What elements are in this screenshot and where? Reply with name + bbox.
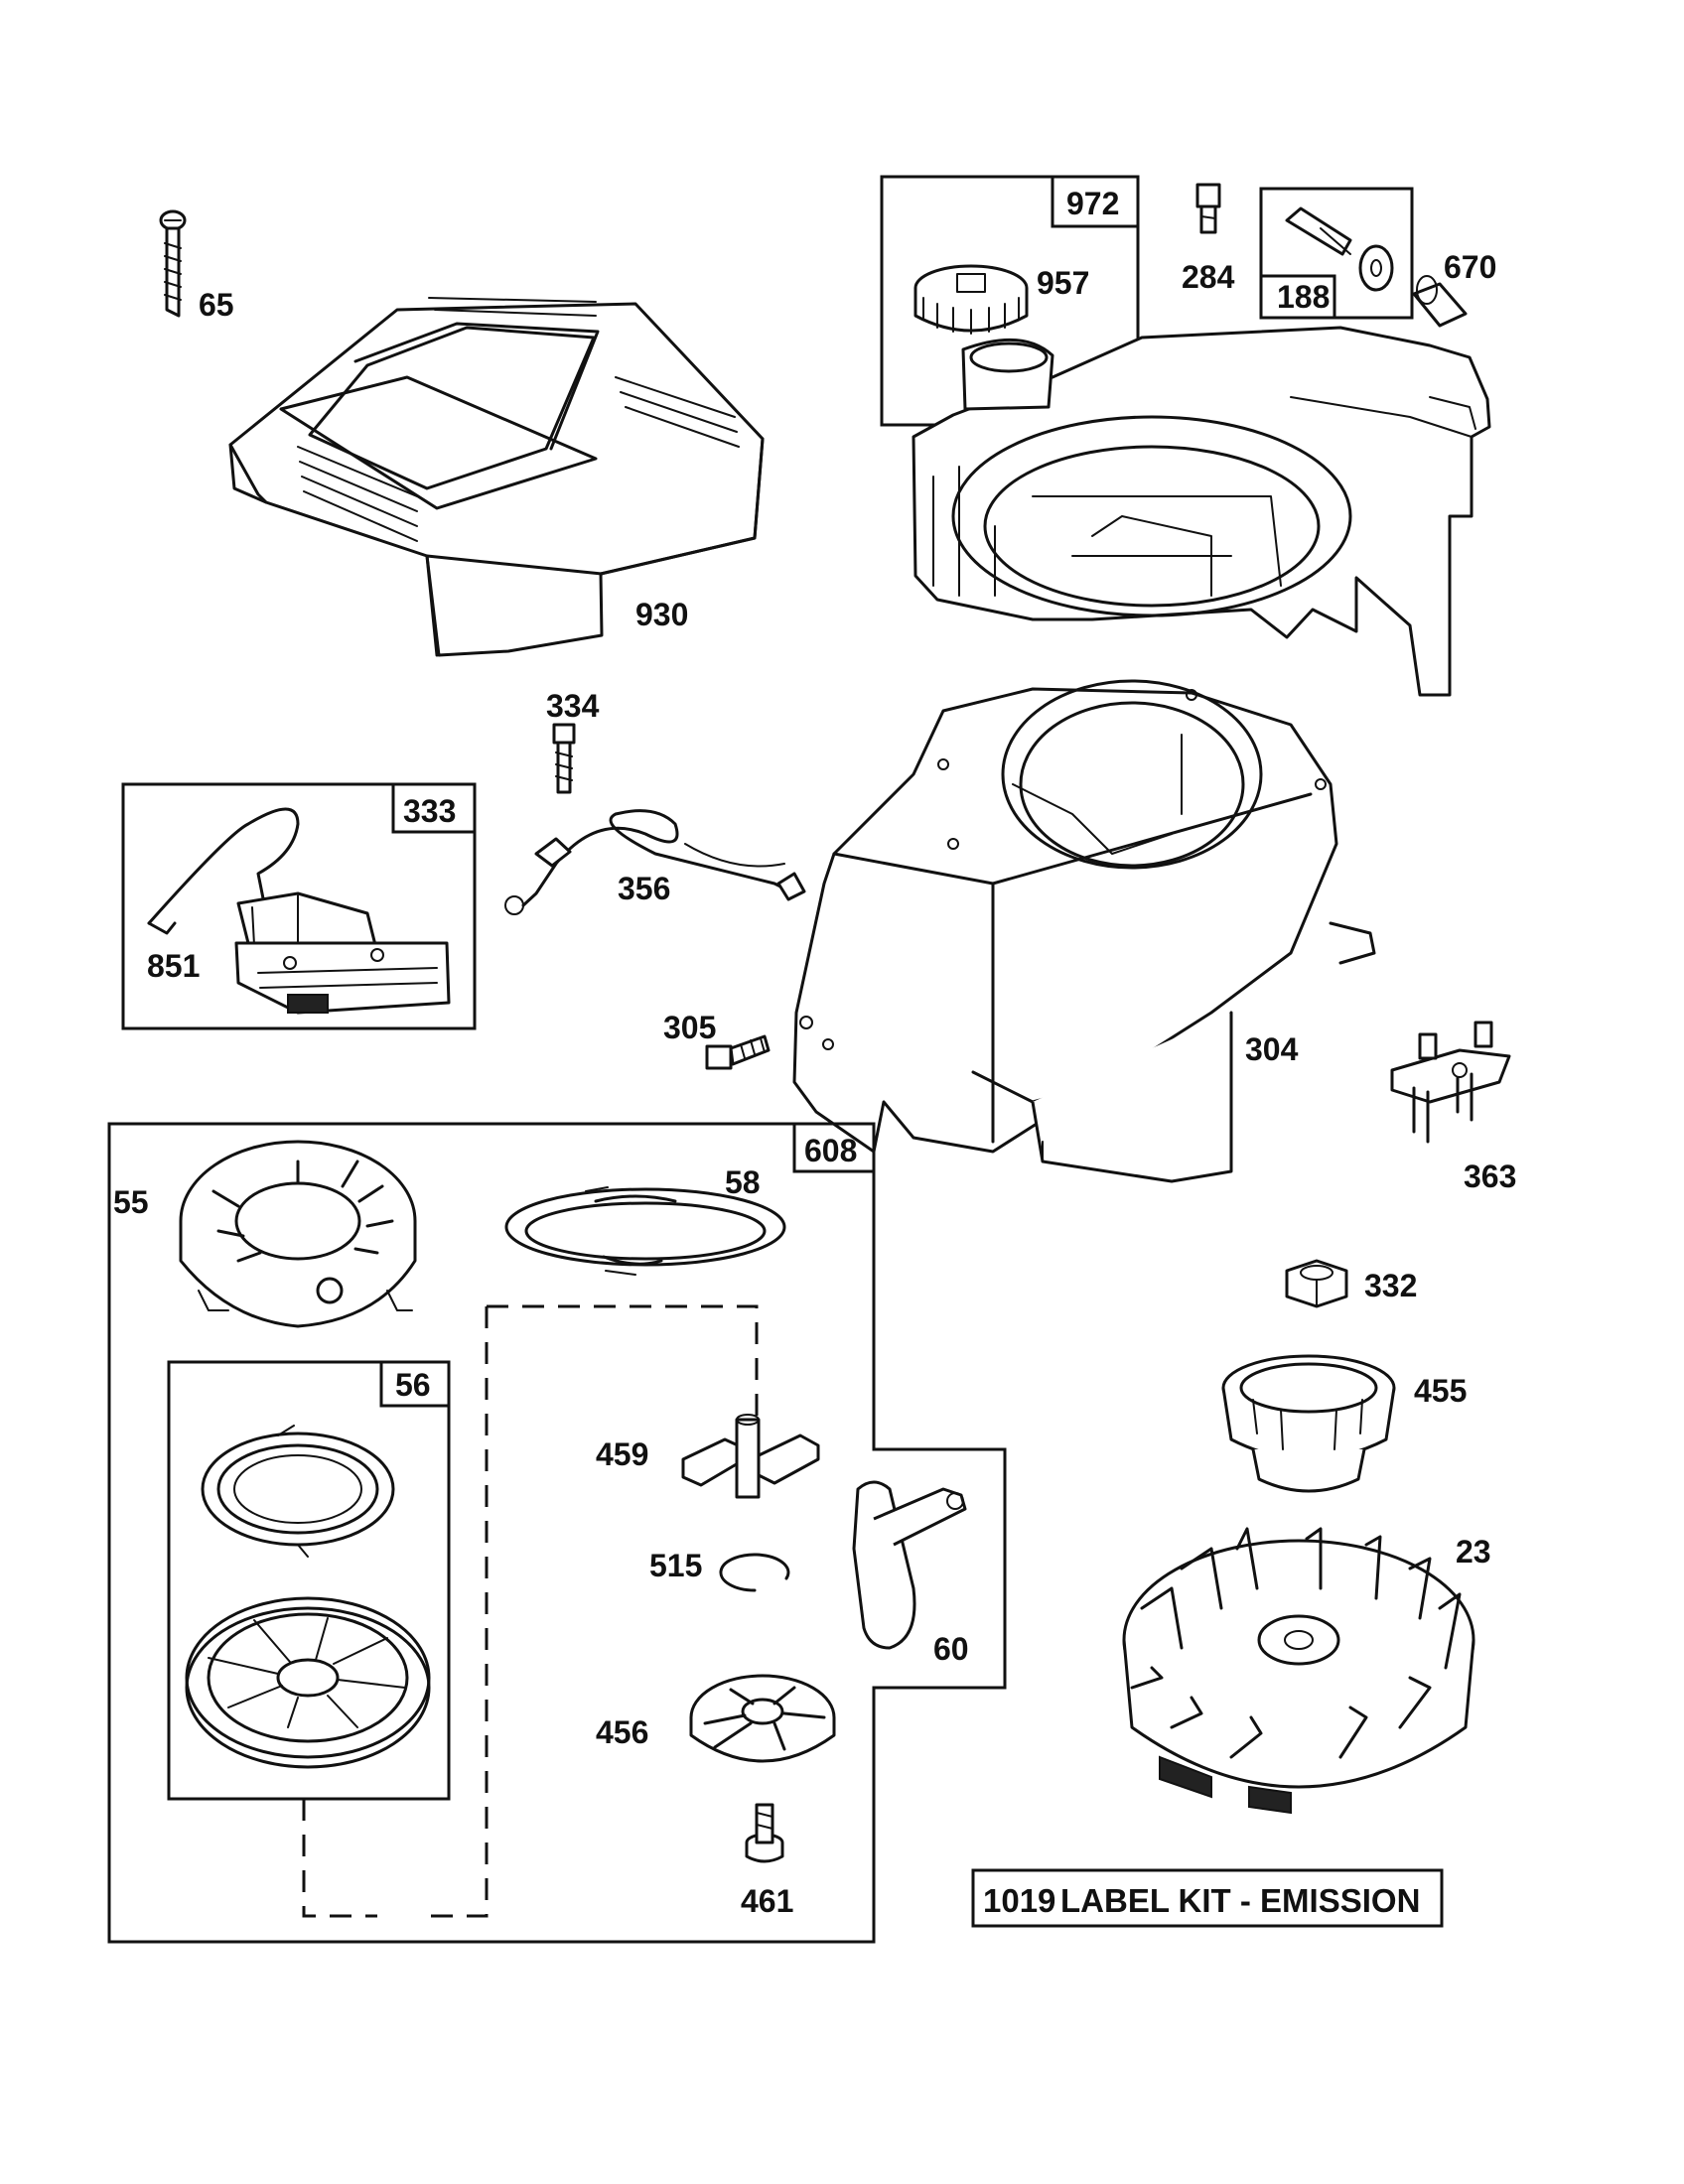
part-label-333: 333 bbox=[403, 793, 456, 829]
box-56 bbox=[167, 1360, 451, 1918]
handle-60-drawing bbox=[852, 1480, 967, 1650]
shroud-304-drawing bbox=[792, 679, 1376, 1183]
screw-65-drawing bbox=[159, 209, 187, 318]
part-label-65: 65 bbox=[199, 287, 234, 323]
part-label-455: 455 bbox=[1414, 1373, 1467, 1409]
pulley-56-drawing bbox=[185, 1596, 431, 1769]
part-label-305: 305 bbox=[663, 1010, 716, 1045]
screw-334-drawing bbox=[552, 723, 576, 794]
part-label-459: 459 bbox=[596, 1436, 648, 1472]
bolt-284-drawing bbox=[1195, 183, 1221, 234]
ignition-851-drawing bbox=[147, 807, 451, 1015]
flywheel-23-drawing bbox=[1122, 1527, 1475, 1815]
part-label-363: 363 bbox=[1464, 1159, 1516, 1194]
part-label-284: 284 bbox=[1182, 259, 1235, 295]
part-label-58: 58 bbox=[725, 1164, 761, 1200]
part-label-356: 356 bbox=[618, 871, 670, 906]
box-188 bbox=[1259, 187, 1414, 320]
part-label-972: 972 bbox=[1066, 186, 1119, 221]
bracket-363-drawing bbox=[1390, 1021, 1511, 1144]
part-label-461: 461 bbox=[741, 1883, 793, 1919]
sleeve-670-drawing bbox=[1412, 275, 1468, 328]
box-333 bbox=[121, 782, 477, 1030]
screw-305-drawing bbox=[705, 1034, 771, 1070]
part-label-930: 930 bbox=[635, 597, 688, 632]
label-kit-box: 1019 LABEL KIT - EMISSION bbox=[971, 1868, 1444, 1928]
oil-cap-957-drawing bbox=[913, 264, 1029, 335]
rope-58-drawing bbox=[504, 1186, 786, 1276]
part-label-23: 23 bbox=[1456, 1534, 1491, 1570]
label-kit-text: LABEL KIT - EMISSION bbox=[1060, 1882, 1420, 1919]
spring-56-drawing bbox=[201, 1425, 395, 1558]
part-label-55: 55 bbox=[113, 1184, 149, 1220]
part-label-515: 515 bbox=[649, 1548, 702, 1583]
label-kit-number: 1019 bbox=[983, 1882, 1055, 1919]
part-label-60: 60 bbox=[933, 1631, 969, 1667]
part-label-56: 56 bbox=[395, 1367, 431, 1403]
screw-461-drawing bbox=[745, 1803, 784, 1863]
blower-housing-drawing bbox=[912, 326, 1491, 697]
part-label-670: 670 bbox=[1444, 249, 1496, 285]
cup-455-drawing bbox=[1221, 1354, 1396, 1493]
cover-930-drawing bbox=[228, 297, 765, 657]
clip-515-drawing bbox=[719, 1553, 790, 1592]
part-label-188: 188 bbox=[1277, 279, 1330, 315]
wire-356-drawing bbox=[504, 809, 806, 915]
starter-housing-55-drawing bbox=[179, 1140, 417, 1328]
nut-332-drawing bbox=[1285, 1259, 1348, 1308]
part-label-608: 608 bbox=[804, 1133, 857, 1168]
part-label-456: 456 bbox=[596, 1714, 648, 1750]
part-label-304: 304 bbox=[1245, 1031, 1299, 1067]
pawl-459-drawing bbox=[681, 1414, 820, 1499]
box-608 bbox=[107, 1122, 1007, 1944]
part-label-332: 332 bbox=[1364, 1268, 1417, 1303]
cam-456-drawing bbox=[689, 1674, 836, 1763]
part-label-851: 851 bbox=[147, 948, 200, 984]
part-label-957: 957 bbox=[1037, 265, 1089, 301]
part-label-334: 334 bbox=[546, 688, 600, 724]
